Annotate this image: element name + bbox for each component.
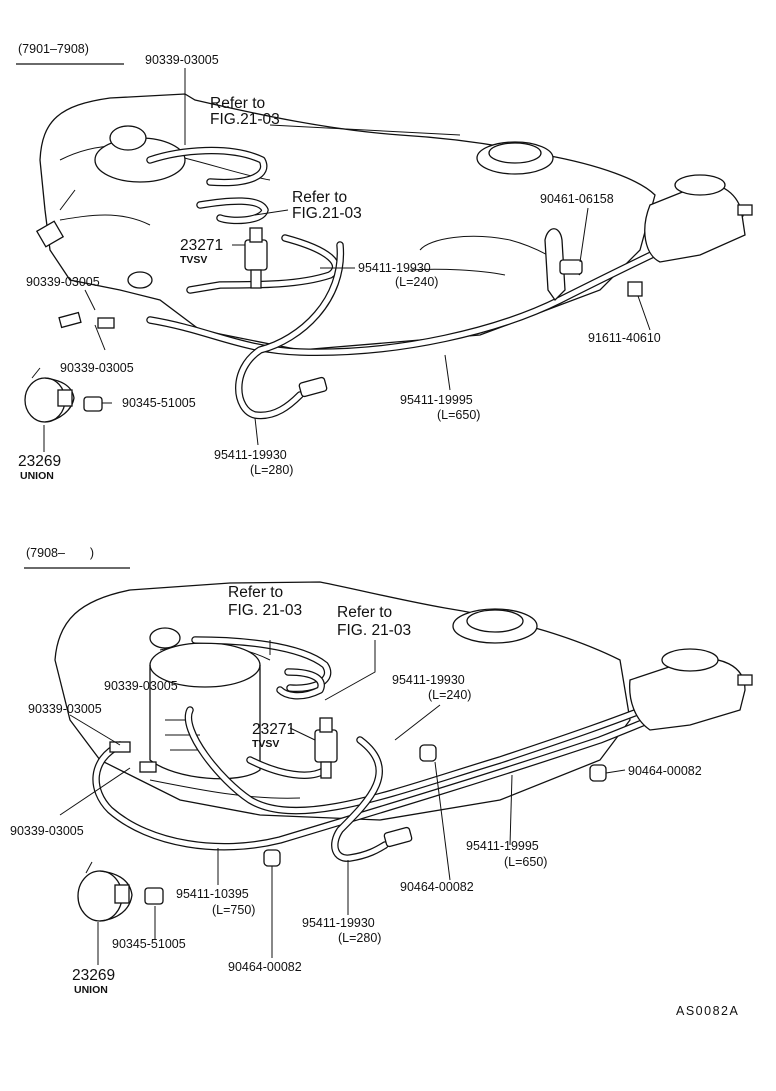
part-number-label: 23269	[72, 967, 115, 984]
reference-label: Refer to	[210, 95, 265, 112]
charcoal-canister-bottom	[629, 648, 753, 731]
part-label: 90339-03005	[104, 679, 178, 693]
part-label: 95411-19930	[392, 673, 465, 687]
part-label: 90345-51005	[112, 937, 186, 951]
part-label: 91611-40610	[588, 331, 661, 345]
part-label: 95411-19995	[466, 839, 539, 853]
part-length-label: (L=240)	[428, 688, 471, 702]
part-label: 90461-06158	[540, 192, 614, 206]
tvsv-valve-top	[244, 227, 268, 289]
part-length-label: (L=240)	[395, 275, 438, 289]
hose-assembly-bottom	[92, 636, 749, 862]
part-label: 90464-00082	[228, 960, 302, 974]
part-label: 95411-19930	[302, 916, 375, 930]
union-fitting-bottom	[77, 861, 164, 922]
part-length-label: (L=650)	[504, 855, 547, 869]
reference-label: FIG. 21-03	[337, 622, 411, 639]
carburetor-bottom	[149, 627, 261, 780]
leader-lines-top	[43, 68, 651, 452]
part-label: 95411-19930	[214, 448, 287, 462]
reference-label: FIG.21-03	[210, 111, 280, 128]
part-label: 90339-03005	[60, 361, 134, 375]
part-number-label: 23271	[180, 237, 223, 254]
connectors-bottom	[109, 741, 413, 848]
union-fitting-top	[24, 367, 103, 423]
period-label-top: (7901–7908)	[18, 42, 89, 56]
part-label: 95411-10395	[176, 887, 249, 901]
clamps-bottom	[263, 744, 607, 867]
bracket-top	[544, 228, 643, 302]
reference-label: Refer to	[228, 584, 283, 601]
part-label: 90345-51005	[122, 396, 196, 410]
hose-assembly-top	[146, 146, 744, 420]
part-label: 90339-03005	[26, 275, 100, 289]
labels-top: 90339-03005 Refer to FIG.21-03 Refer to …	[18, 53, 661, 482]
charcoal-canister-top	[644, 174, 753, 263]
part-length-label: (L=650)	[437, 408, 480, 422]
part-label: 90339-03005	[10, 824, 84, 838]
breather-cap-top	[476, 141, 554, 175]
reference-label: FIG.21-03	[292, 205, 362, 222]
part-name-label: TVSV	[180, 254, 207, 266]
labels-bottom: Refer to FIG. 21-03 Refer to FIG. 21-03 …	[10, 584, 702, 996]
part-name-label: UNION	[20, 470, 54, 482]
reference-label: Refer to	[337, 604, 392, 621]
carburetor-top	[35, 125, 186, 248]
period-label-bottom: (7908– )	[26, 546, 94, 560]
part-name-label: TVSV	[252, 738, 279, 750]
part-label: 95411-19930	[358, 261, 431, 275]
part-length-label: (L=280)	[338, 931, 381, 945]
part-name-label: UNION	[74, 984, 108, 996]
part-label: 90339-03005	[145, 53, 219, 67]
tvsv-valve-bottom	[314, 717, 338, 779]
part-number-label: 23269	[18, 453, 61, 470]
part-label: 90339-03005	[28, 702, 102, 716]
part-number-label: 23271	[252, 721, 295, 738]
part-label: 90464-00082	[628, 764, 702, 778]
connectors-top	[58, 271, 328, 398]
part-length-label: (L=750)	[212, 903, 255, 917]
breather-cap-bottom	[452, 608, 538, 644]
part-label: 90464-00082	[400, 880, 474, 894]
leader-lines-bottom	[59, 640, 626, 965]
diagram-code: AS0082A	[676, 1004, 739, 1018]
reference-label: FIG. 21-03	[228, 602, 302, 619]
reference-label: Refer to	[292, 189, 347, 206]
part-label: 95411-19995	[400, 393, 473, 407]
part-length-label: (L=280)	[250, 463, 293, 477]
section-top: (7901–7908)	[16, 42, 753, 482]
section-bottom: (7908– )	[10, 546, 753, 996]
